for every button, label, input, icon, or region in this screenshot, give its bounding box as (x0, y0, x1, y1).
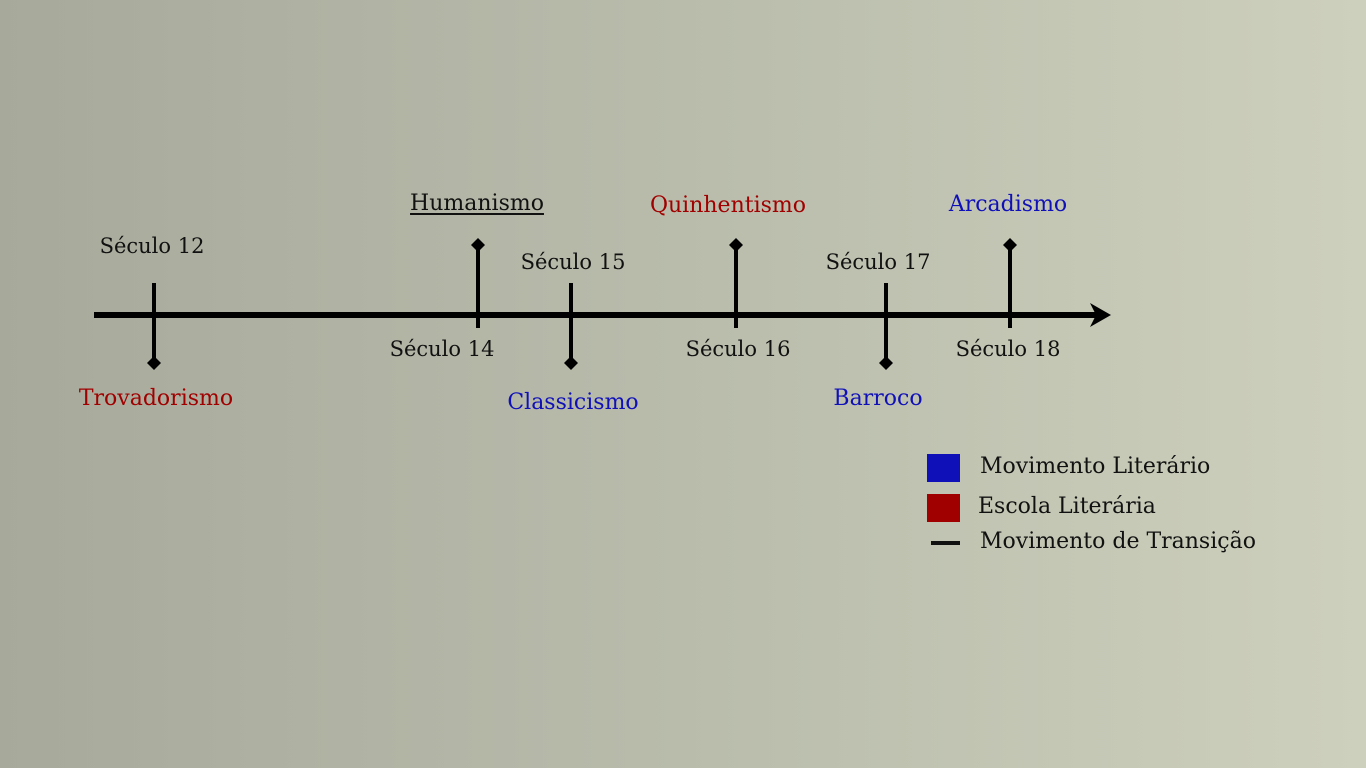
century-label-16: Século 16 (685, 337, 791, 361)
century-label-12: Século 12 (99, 234, 205, 258)
legend-label: Escola Literária (978, 494, 1156, 519)
event-label-classicismo: Classicismo (507, 390, 639, 415)
legend-item-escola: Escola Literária (927, 492, 1327, 524)
tick-marker-arcadismo (1003, 238, 1017, 252)
tick-marker-classicismo (564, 356, 578, 370)
century-label-17: Século 17 (825, 250, 931, 274)
axis-arrowhead (1090, 303, 1111, 327)
legend-item-transicao: Movimento de Transição (927, 527, 1327, 559)
legend-item-movimento: Movimento Literário (927, 452, 1327, 484)
event-label-quinhentismo: Quinhentismo (649, 193, 807, 218)
legend-label: Movimento de Transição (980, 529, 1256, 554)
event-label-arcadismo: Arcadismo (948, 192, 1068, 217)
century-label-14: Século 14 (389, 337, 495, 361)
red-square-icon (927, 494, 960, 522)
tick-marker-trovadorismo (147, 356, 161, 370)
tick-marker-quinhentismo (729, 238, 743, 252)
event-label-humanismo: Humanismo (410, 191, 544, 216)
tick-marker-barroco (879, 356, 893, 370)
century-label-18: Século 18 (955, 337, 1061, 361)
century-label-15: Século 15 (520, 250, 626, 274)
tick-marker-humanismo (471, 238, 485, 252)
event-label-barroco: Barroco (833, 386, 923, 411)
dash-icon (931, 541, 960, 545)
event-label-trovadorismo: Trovadorismo (78, 386, 234, 411)
legend-label: Movimento Literário (980, 454, 1211, 479)
blue-square-icon (927, 454, 960, 482)
